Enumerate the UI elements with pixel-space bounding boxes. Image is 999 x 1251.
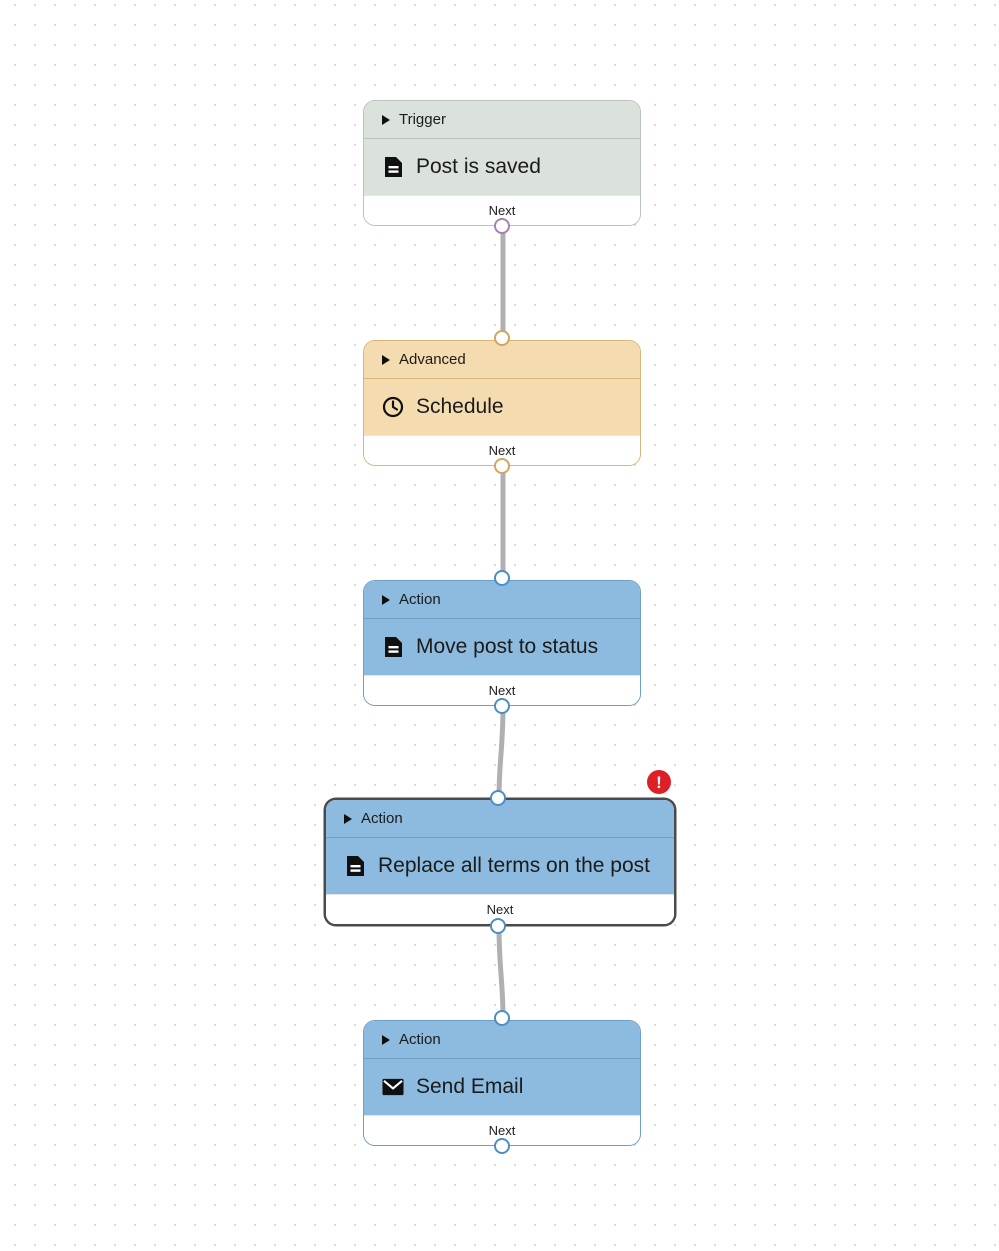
workflow-node-action-send-email[interactable]: Action Send Email Next (363, 1020, 641, 1146)
document-icon (382, 636, 404, 658)
chevron-right-icon[interactable] (382, 1034, 390, 1045)
node-header-action[interactable]: Action (364, 581, 640, 619)
workflow-node-advanced[interactable]: Advanced Schedule Next (363, 340, 641, 466)
exclamation-icon: ! (656, 772, 662, 792)
node-header-action[interactable]: Action (364, 1021, 640, 1059)
document-icon (382, 156, 404, 178)
node-input-port-action-send-email[interactable] (494, 1010, 510, 1026)
node-header-action[interactable]: Action (326, 800, 674, 838)
node-body-advanced[interactable]: Schedule (364, 379, 640, 435)
node-body-action[interactable]: Send Email (364, 1059, 640, 1115)
node-input-port-advanced[interactable] (494, 330, 510, 346)
chevron-right-icon[interactable] (382, 114, 390, 125)
workflow-node-trigger[interactable]: Trigger Post is saved Next (363, 100, 641, 226)
node-output-port-trigger[interactable] (494, 218, 510, 234)
node-title: Schedule (416, 395, 504, 418)
node-footer-next[interactable]: Next (364, 1115, 640, 1145)
node-title: Move post to status (416, 635, 599, 658)
error-badge[interactable]: ! (647, 770, 671, 794)
chevron-right-icon[interactable] (344, 813, 352, 824)
node-category-label: Action (399, 1031, 441, 1048)
node-output-port-action-move-post[interactable] (494, 698, 510, 714)
node-footer-next[interactable]: Next (364, 675, 640, 705)
envelope-icon (382, 1076, 404, 1098)
workflow-node-action-replace-terms[interactable]: Action Replace all terms on the post Nex… (324, 798, 676, 926)
node-title: Post is saved (416, 155, 541, 178)
node-category-label: Advanced (399, 351, 466, 368)
node-category-label: Trigger (399, 111, 446, 128)
node-body-trigger[interactable]: Post is saved (364, 139, 640, 195)
workflow-node-action-move-post[interactable]: Action Move post to status Next (363, 580, 641, 706)
node-output-port-action-replace-terms[interactable] (490, 918, 506, 934)
node-category-label: Action (399, 591, 441, 608)
node-output-port-action-send-email[interactable] (494, 1138, 510, 1154)
node-body-action[interactable]: Move post to status (364, 619, 640, 675)
node-input-port-action-replace-terms[interactable] (490, 790, 506, 806)
node-header-trigger[interactable]: Trigger (364, 101, 640, 139)
chevron-right-icon[interactable] (382, 594, 390, 605)
chevron-right-icon[interactable] (382, 354, 390, 365)
node-header-advanced[interactable]: Advanced (364, 341, 640, 379)
document-icon (344, 855, 366, 877)
node-body-action[interactable]: Replace all terms on the post (326, 838, 674, 894)
node-title: Send Email (416, 1075, 524, 1098)
node-input-port-action-move-post[interactable] (494, 570, 510, 586)
clock-icon (382, 396, 404, 418)
node-title: Replace all terms on the post (378, 854, 650, 877)
node-category-label: Action (361, 810, 403, 827)
node-output-port-advanced[interactable] (494, 458, 510, 474)
